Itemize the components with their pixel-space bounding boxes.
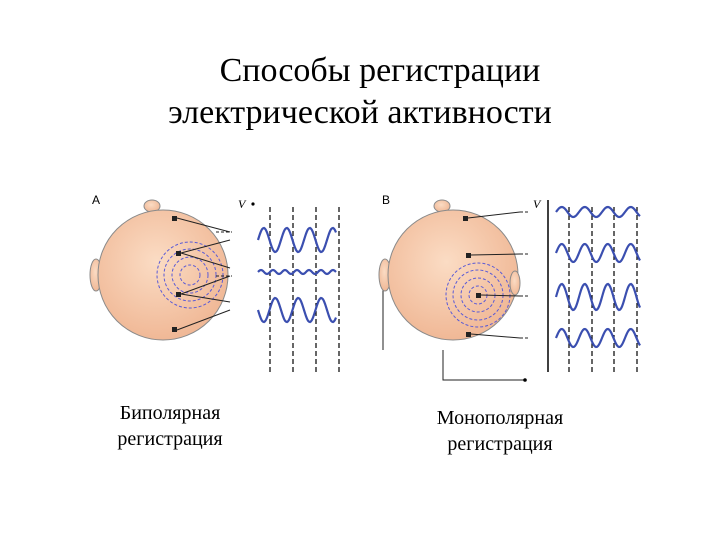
panel-b-reference-dot <box>523 378 527 382</box>
panel-a-leads <box>176 217 232 331</box>
caption-bipolar-line-2: регистрация <box>117 428 223 450</box>
panel-b-ear-right <box>509 270 521 296</box>
electrode-a3 <box>176 292 181 297</box>
panel-b-reference-lead <box>382 280 524 381</box>
panel-a-axis-dot <box>251 202 255 206</box>
panel-b-trace-1 <box>555 205 641 219</box>
panel-b-leads <box>467 211 530 339</box>
title-line-2: электрической активности <box>168 94 552 131</box>
caption-bipolar: Биполярная регистрация <box>85 400 255 452</box>
caption-bipolar-line-1: Биполярная <box>119 402 221 424</box>
electrode-a4 <box>172 327 177 332</box>
panel-b-electrodes <box>463 216 481 337</box>
caption-monopolar-line-1: Монополярная <box>436 407 564 429</box>
caption-monopolar-line-2: регистрация <box>447 433 553 455</box>
panel-a-letter: A <box>92 193 100 207</box>
electrode-b1 <box>463 216 468 221</box>
panel-b-time-markers <box>568 207 638 372</box>
slide-title: Способы регистрации электрической активн… <box>0 50 720 134</box>
panel-a-traces <box>256 226 338 324</box>
panel-b-axis-label: V <box>533 197 542 211</box>
panel-a-trace-2 <box>257 268 337 276</box>
panel-a-electrodes <box>172 216 181 332</box>
panel-b-trace-4 <box>554 327 641 349</box>
caption-monopolar: Монополярная регистрация <box>395 405 605 457</box>
panel-b-trace-3 <box>554 282 642 312</box>
title-line-1: Способы регистрации <box>219 52 541 89</box>
panel-a-axis-label: V <box>238 197 247 211</box>
panel-a-field-lines <box>156 241 224 309</box>
panel-b-traces <box>554 205 642 349</box>
electrode-b4 <box>466 332 471 337</box>
electrode-a1 <box>172 216 177 221</box>
panel-b-letter: B <box>382 193 390 207</box>
panel-a-trace-3 <box>256 296 338 324</box>
electrode-b2 <box>466 253 471 258</box>
panel-a-trace-1 <box>256 226 338 254</box>
panel-b: B <box>378 193 642 382</box>
panel-a-time-markers <box>269 207 340 372</box>
electrode-a2 <box>176 251 181 256</box>
panel-a: A <box>89 193 340 372</box>
electrode-b3 <box>476 293 481 298</box>
panel-b-trace-2 <box>554 242 641 264</box>
